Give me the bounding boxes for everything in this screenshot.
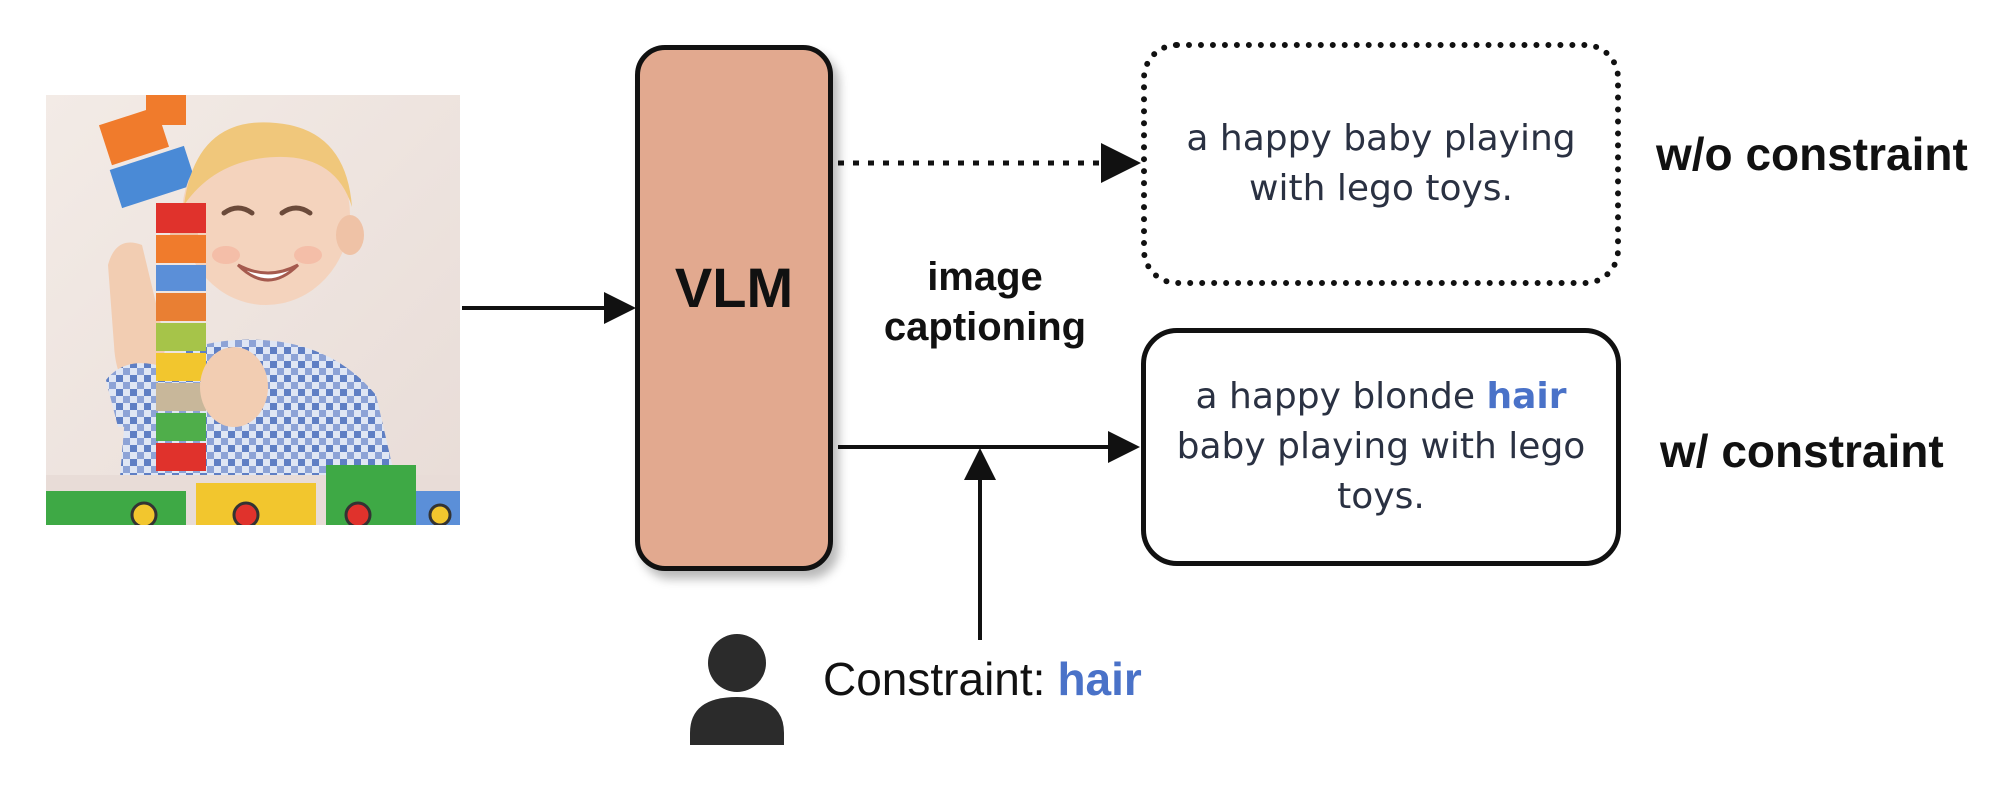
- without-constraint-label: w/o constraint: [1656, 128, 1968, 180]
- with-constraint-label: w/ constraint: [1660, 425, 1944, 477]
- unconstrained-caption-line1: a happy baby playing: [1186, 118, 1576, 159]
- user-constraint-text: Constraint:hair: [823, 652, 1142, 706]
- task-label-line2: captioning: [883, 305, 1087, 349]
- unconstrained-caption-line2: with lego toys.: [1249, 168, 1513, 209]
- constrained-caption-highlight-word: hair: [1486, 376, 1567, 417]
- input-photo-baby-with-blocks: [46, 95, 460, 525]
- constrained-caption-line3: toys.: [1337, 476, 1425, 517]
- vlm-block: VLM: [635, 45, 833, 571]
- unconstrained-caption-text: a happy baby playing with lego toys.: [1176, 114, 1586, 214]
- task-label-line1: image: [927, 255, 1043, 299]
- user-icon: [690, 634, 784, 745]
- unconstrained-caption-box: a happy baby playing with lego toys.: [1141, 42, 1621, 286]
- task-label: image captioning: [860, 252, 1110, 352]
- constrained-caption-text: a happy blonde hair baby playing with le…: [1176, 372, 1586, 522]
- constraint-prefix: Constraint:: [823, 653, 1046, 705]
- constraint-value: hair: [1057, 653, 1142, 705]
- constrained-caption-line2: baby playing with lego: [1176, 426, 1586, 467]
- constrained-caption-line1-prefix: a happy blonde: [1195, 376, 1476, 417]
- constrained-caption-box: a happy blonde hair baby playing with le…: [1141, 328, 1621, 566]
- vlm-label: VLM: [674, 255, 794, 319]
